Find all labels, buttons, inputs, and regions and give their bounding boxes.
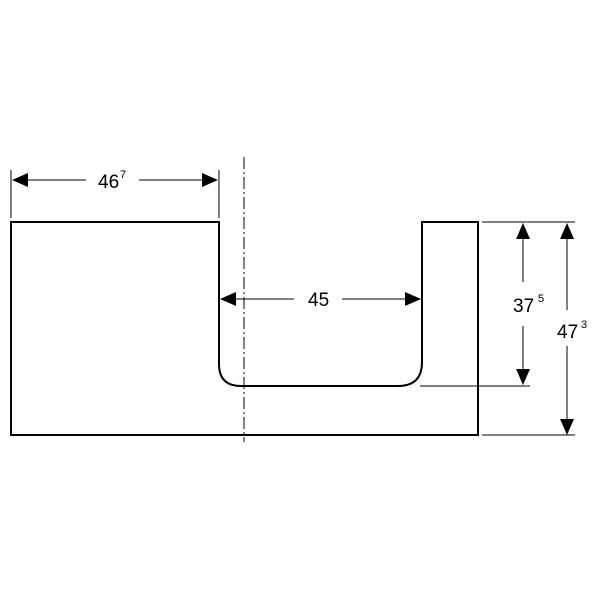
dimension-inner-width: 45 bbox=[220, 290, 421, 311]
dimension-superscript: 3 bbox=[581, 319, 587, 331]
arrowhead-right bbox=[202, 173, 218, 187]
dimension-value: 45 bbox=[308, 290, 329, 311]
arrowhead-bottom bbox=[516, 369, 530, 385]
dimension-value: 37 bbox=[513, 296, 534, 317]
arrowhead-right bbox=[405, 292, 421, 306]
dimension-inner-depth: 37 5 bbox=[513, 223, 544, 385]
arrowhead-top bbox=[560, 223, 574, 239]
part-outline bbox=[10, 221, 479, 436]
arrowhead-top bbox=[516, 223, 530, 239]
dimension-value: 46 bbox=[98, 172, 119, 193]
dimension-total-height: 47 3 bbox=[557, 223, 587, 435]
arrowhead-bottom bbox=[560, 419, 574, 435]
dimension-value: 47 bbox=[557, 322, 578, 343]
arrowhead-left bbox=[220, 292, 236, 306]
arrowhead-left bbox=[12, 173, 28, 187]
dimension-width-left: 46 7 bbox=[12, 169, 218, 193]
dimension-superscript: 5 bbox=[538, 293, 544, 305]
dimension-superscript: 7 bbox=[120, 169, 126, 181]
